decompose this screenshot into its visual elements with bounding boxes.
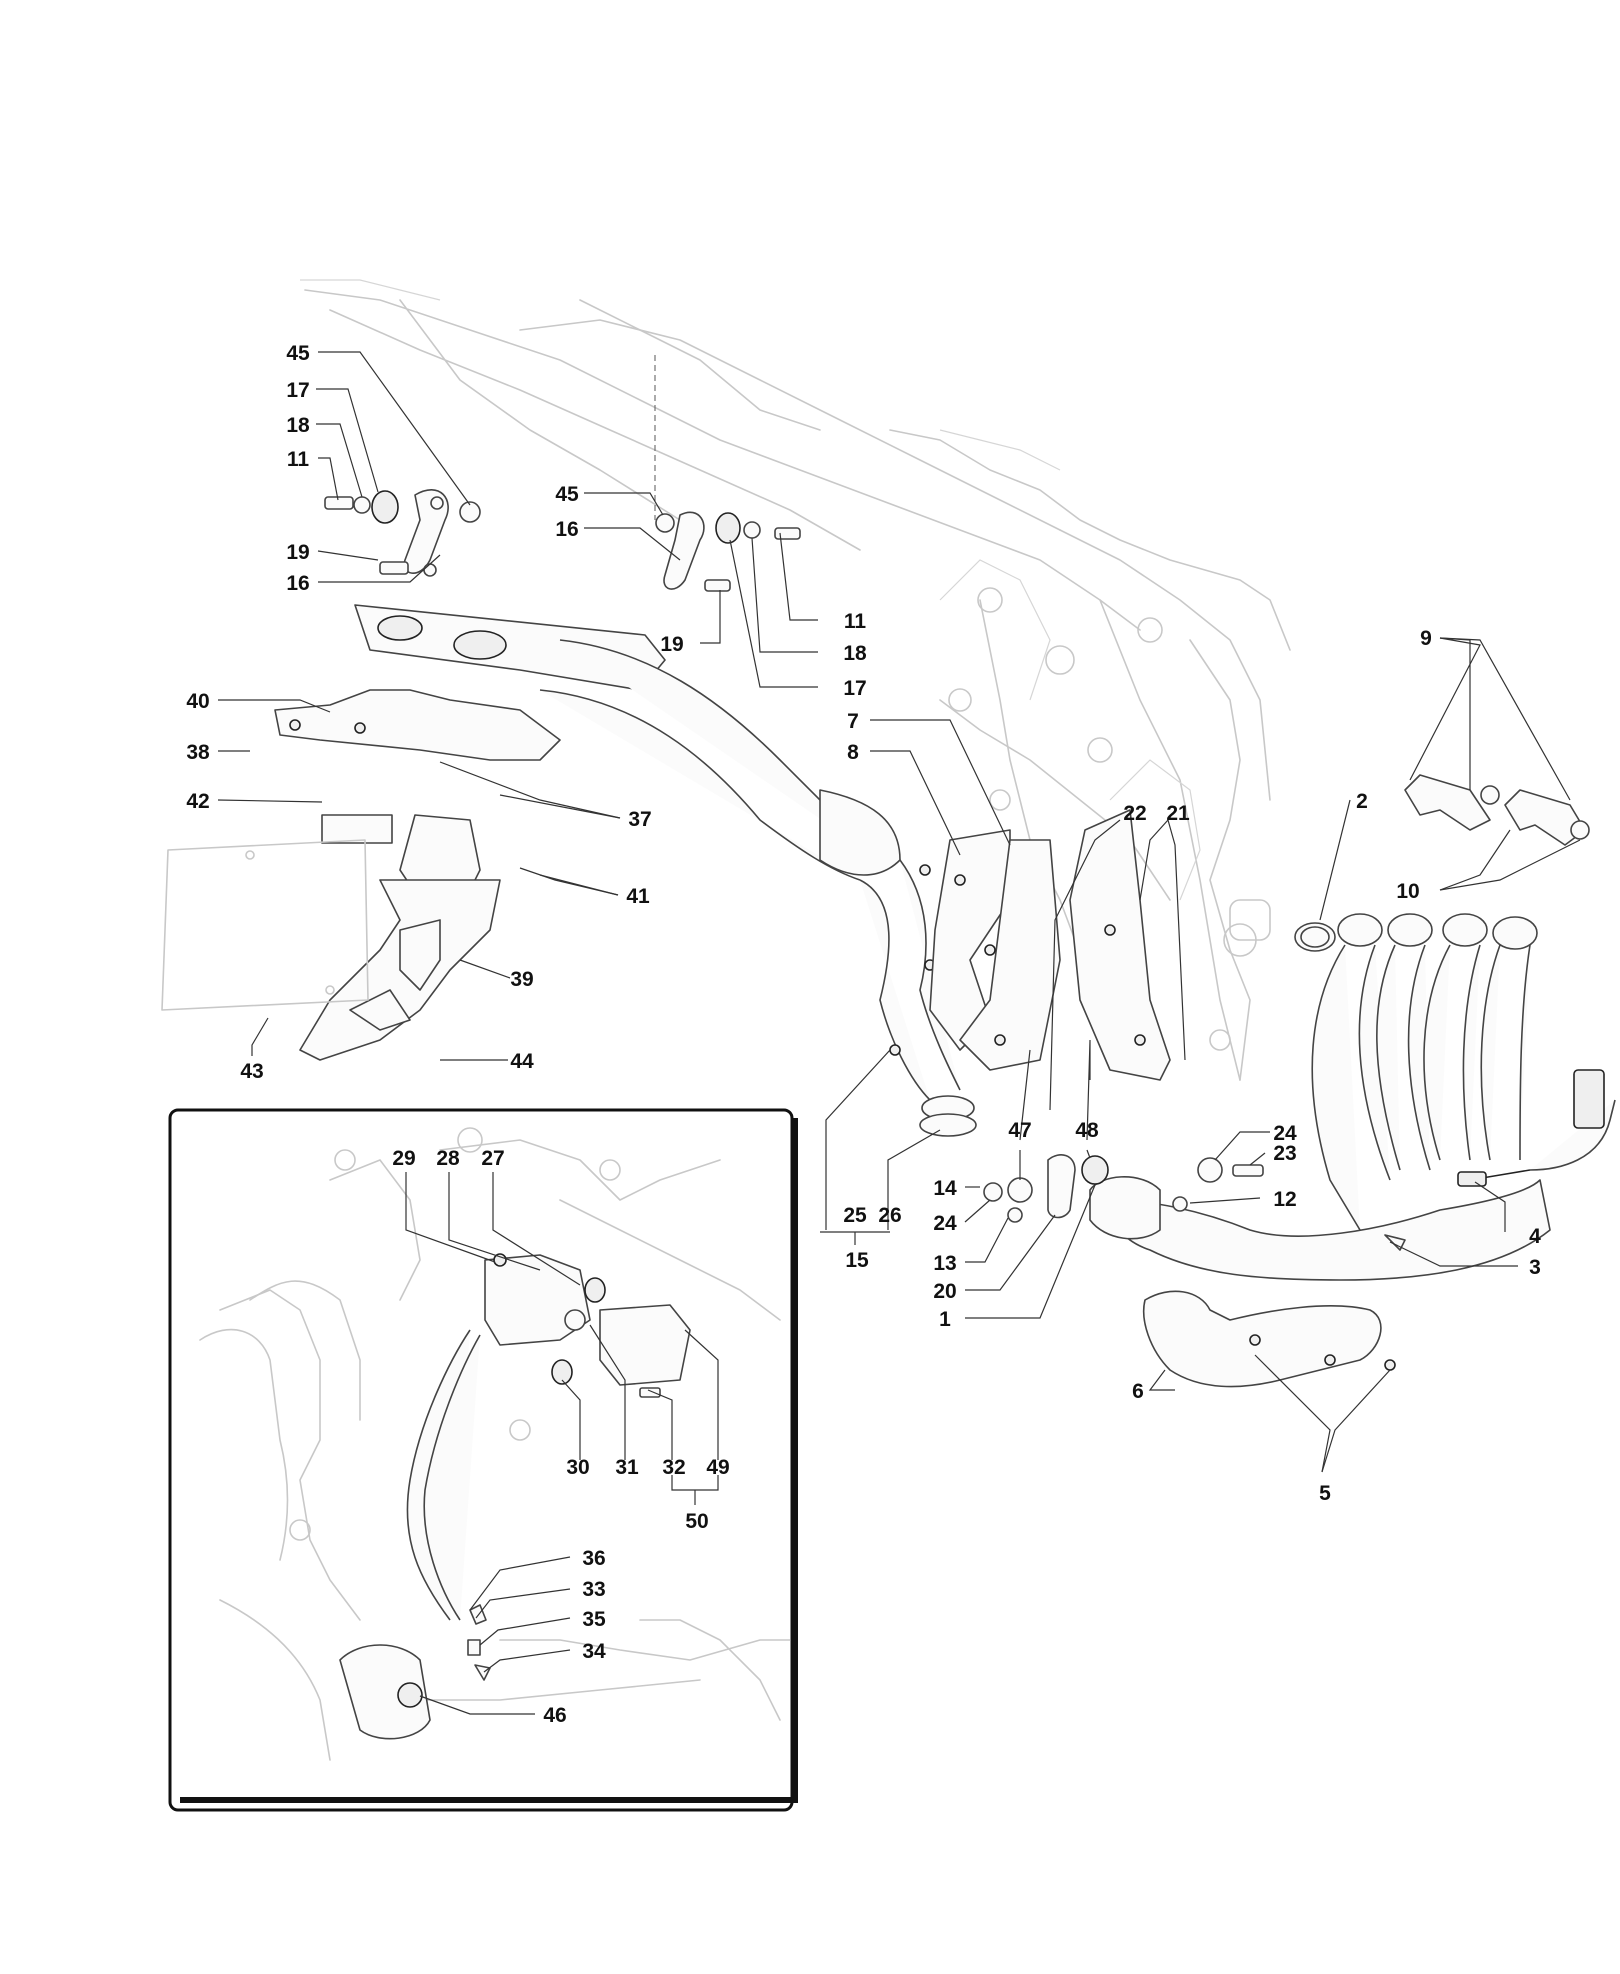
callout-47: 47 — [1008, 1119, 1031, 1142]
callout-30: 30 — [566, 1456, 589, 1479]
callout-40: 40 — [186, 690, 209, 713]
callout-18: 18 — [843, 642, 867, 665]
callout-11: 11 — [844, 610, 867, 633]
heat-shields — [929, 809, 1171, 1081]
callout-24: 24 — [1273, 1122, 1297, 1145]
hanger-bracket-left — [324, 489, 481, 577]
callout-23: 23 — [1273, 1142, 1296, 1165]
callout-3: 3 — [1529, 1256, 1541, 1279]
callout-12: 12 — [1273, 1188, 1296, 1211]
callout-24: 24 — [933, 1212, 957, 1235]
callout-22: 22 — [1123, 802, 1146, 825]
lambda-sensor — [1457, 1069, 1616, 1187]
callout-19: 19 — [286, 541, 309, 564]
callout-17: 17 — [286, 379, 309, 402]
callout-18: 18 — [286, 414, 310, 437]
callout-38: 38 — [186, 741, 210, 764]
callout-8: 8 — [847, 741, 859, 764]
callout-45: 45 — [555, 483, 579, 506]
callout-13: 13 — [933, 1252, 956, 1275]
callout-20: 20 — [933, 1280, 956, 1303]
header-pipes — [1089, 913, 1551, 1388]
callout-21: 21 — [1166, 802, 1190, 825]
silencer-assembly — [354, 604, 977, 1137]
callout-25: 25 — [843, 1204, 867, 1227]
exhaust-hangers-right — [1300, 774, 1590, 948]
leader-lines — [217, 351, 1581, 1715]
callout-6: 6 — [1132, 1380, 1144, 1403]
callout-16: 16 — [286, 572, 309, 595]
callout-32: 32 — [662, 1456, 685, 1479]
center-bracket-hardware — [983, 1154, 1406, 1251]
callout-45: 45 — [286, 342, 310, 365]
callout-48: 48 — [1075, 1119, 1099, 1142]
callout-36: 36 — [582, 1547, 605, 1570]
callout-15: 15 — [845, 1249, 869, 1272]
callout-labels: 45 17 18 11 19 16 45 16 11 18 17 19 40 3… — [186, 342, 1541, 1727]
callout-29: 29 — [392, 1147, 415, 1170]
callout-1: 1 — [939, 1308, 951, 1331]
callout-27: 27 — [481, 1147, 504, 1170]
callout-4: 4 — [1529, 1225, 1541, 1248]
callout-31: 31 — [615, 1456, 639, 1479]
callout-7: 7 — [847, 710, 859, 733]
inset-detail-panel — [168, 1108, 798, 1812]
callout-44: 44 — [510, 1050, 534, 1073]
callout-17: 17 — [843, 677, 866, 700]
callout-46: 46 — [543, 1704, 566, 1727]
callout-9: 9 — [1420, 627, 1432, 650]
callout-16: 16 — [555, 518, 578, 541]
callout-37: 37 — [628, 808, 651, 831]
callout-19: 19 — [660, 633, 683, 656]
callout-50: 50 — [685, 1510, 708, 1533]
callout-43: 43 — [240, 1060, 263, 1083]
callout-39: 39 — [510, 968, 533, 991]
callout-33: 33 — [582, 1578, 605, 1601]
license-plate-holder — [161, 689, 561, 1061]
callout-42: 42 — [186, 790, 209, 813]
callout-26: 26 — [878, 1204, 901, 1227]
callout-5: 5 — [1319, 1482, 1331, 1505]
callout-35: 35 — [582, 1608, 606, 1631]
motorcycle-frame-ghost — [300, 279, 1291, 1081]
callout-49: 49 — [706, 1456, 729, 1479]
callout-14: 14 — [933, 1177, 957, 1200]
hanger-bracket-center — [654, 355, 801, 592]
callout-10: 10 — [1396, 880, 1419, 903]
callout-2: 2 — [1356, 790, 1368, 813]
callout-34: 34 — [582, 1640, 606, 1663]
callout-11: 11 — [287, 448, 310, 471]
callout-41: 41 — [626, 885, 650, 908]
callout-28: 28 — [436, 1147, 460, 1170]
